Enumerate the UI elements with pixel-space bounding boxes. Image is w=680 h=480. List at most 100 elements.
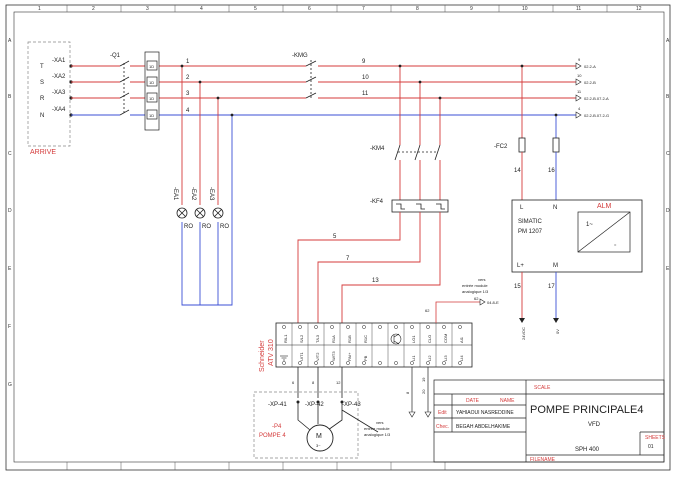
contactor-kmg-label: -KMG (292, 53, 308, 59)
vfd-input-wires (297, 212, 441, 325)
row-letter: C (8, 151, 12, 157)
fc2-wire-numbers: 14 16 (514, 168, 555, 174)
fuse-labels: 1D 1D 1D 1D (149, 64, 154, 118)
col-num: 12 (636, 6, 642, 12)
psu-terminal: L+ (517, 263, 524, 269)
terminal-xa4: -XA4 (52, 107, 66, 113)
analog-note-bottom-1: vers (376, 420, 384, 425)
row-letter: F (8, 324, 11, 330)
wire-number: 13 (372, 278, 379, 284)
contactor-km4-symbol (394, 144, 441, 161)
col-num: 9 (470, 6, 473, 12)
fuse-label: 1D (149, 96, 154, 101)
sheet-label: SHEETS (645, 435, 666, 441)
ref-target: 02.2-B.07.2-G (584, 113, 609, 118)
lamp-feed-wires (181, 66, 233, 306)
vfd-terminal: LI3 (443, 355, 448, 361)
sheet-number: 01 (648, 444, 654, 450)
row-letter-right: A (666, 38, 670, 44)
vfd-terminal: S/L2 (299, 334, 304, 343)
vfd-output-wire-numbers: 6 8 12 (292, 380, 341, 385)
vfd-terminal: R1B (347, 335, 352, 343)
fuse-blocks (144, 51, 160, 131)
vfd-terminal-cells (291, 323, 453, 367)
wire-number: 8 (312, 380, 315, 385)
lamp-labels: -EA1 -EA2 -EA3 RO RO RO (172, 187, 229, 230)
vfd-terminal: LI2 (427, 355, 432, 361)
ref-number: 4 (578, 106, 581, 111)
analog-note-top-2: entrée module (462, 283, 488, 288)
vfd-terminal: LI4 (459, 355, 464, 361)
vfd-ground-icon (280, 355, 288, 361)
phase-s: S (40, 80, 44, 86)
km4-to-kf4-wires (399, 160, 441, 200)
wire-number: 1 (186, 59, 190, 65)
row-letter-right: B (666, 94, 670, 100)
col-num: 11 (576, 6, 581, 12)
reference-arrows (575, 62, 582, 119)
motor-label: -P4 (272, 424, 282, 430)
date-label: DATE (466, 398, 480, 404)
connector-label: -XP-43 (342, 402, 361, 408)
check-label: Chec. (436, 424, 449, 430)
drawing-title: POMPE PRINCIPALE4 (530, 404, 644, 416)
wire-number: 9 (362, 59, 366, 65)
vfd-transistor-icon (390, 333, 402, 345)
psu-alarm-label: ALM (597, 203, 612, 210)
wire-number: 10 (362, 75, 369, 81)
filename-label: FILENAME (530, 457, 556, 463)
reference-texts: 9 10 11 4 02.2-A 02.2-B 02.2-B.07.2-A 02… (577, 57, 609, 118)
vfd-io-wire-number: 62 (425, 308, 430, 313)
phase-r: R (40, 96, 45, 102)
row-letter-right: E (666, 266, 670, 272)
vfd-terminal: R1C (363, 335, 368, 343)
col-num: 4 (200, 6, 203, 12)
wire-number: 14 (514, 168, 521, 174)
psu-output-labels: 24VDC 0V (521, 327, 560, 340)
overload-kf4-symbol (391, 199, 449, 213)
vfd-output-wires (297, 367, 343, 398)
overload-kf4-label: -KF4 (370, 199, 384, 205)
checker-name: BEGAH ABDELHAKIME (456, 424, 511, 430)
vfd-brand: Schneider ATV 310 (259, 339, 275, 372)
scale-label: SCALE (534, 385, 551, 391)
wire-number: 4 (186, 108, 190, 114)
lamp-label: -EA3 (208, 187, 214, 201)
connector-label: -XP-42 (305, 402, 324, 408)
col-num: 7 (362, 6, 365, 12)
lamp-color: RO (202, 224, 211, 230)
row-letter: B (8, 94, 12, 100)
lamp-label: -EA1 (172, 187, 178, 201)
output-0v-label: 0V (555, 329, 560, 334)
fuse-label: 1D (149, 113, 154, 118)
fc2-lower-wires (521, 152, 557, 200)
motor-icon (306, 424, 334, 452)
wire-number: 5 (333, 234, 337, 240)
vfd-terminal: CLO (427, 335, 432, 343)
lamp-color: RO (220, 224, 229, 230)
supply-terminals: -XA1 -XA2 -XA3 -XA4 (52, 58, 66, 113)
vfd-terminal: LI1 (411, 355, 416, 361)
wire-number: 17 (548, 284, 555, 290)
svg-text:=: = (614, 242, 617, 247)
wire-number: 15 (514, 284, 521, 290)
fc2-junction-dots (520, 64, 558, 117)
vfd-model-label: ATV 310 (268, 339, 275, 366)
motor-symbol: M (316, 433, 322, 440)
vfd-bottom-terminal-labels: U/T1 V/T2 W/T3 PA/+ PB LI1 LI2 LI3 LI4 (299, 351, 464, 361)
fuse-fc2-symbol (518, 137, 560, 153)
motor-feed-wires (297, 402, 379, 433)
motor-phase: 3~ (316, 443, 321, 448)
fuse-fc2-label: -FC2 (494, 144, 508, 150)
km4-feed-wires (399, 66, 441, 145)
vfd-io-wire (435, 301, 480, 323)
output-24vdc-label: 24VDC (521, 327, 526, 340)
phase-t: T (40, 64, 44, 70)
psu-terminal: M (553, 263, 558, 269)
io-arrow-icon (479, 298, 486, 306)
psu-line2: PM 1207 (518, 229, 543, 235)
wire-number: 8 (405, 391, 410, 394)
vfd-terminal: T/L3 (315, 334, 320, 343)
wire-number: 7 (346, 256, 350, 262)
